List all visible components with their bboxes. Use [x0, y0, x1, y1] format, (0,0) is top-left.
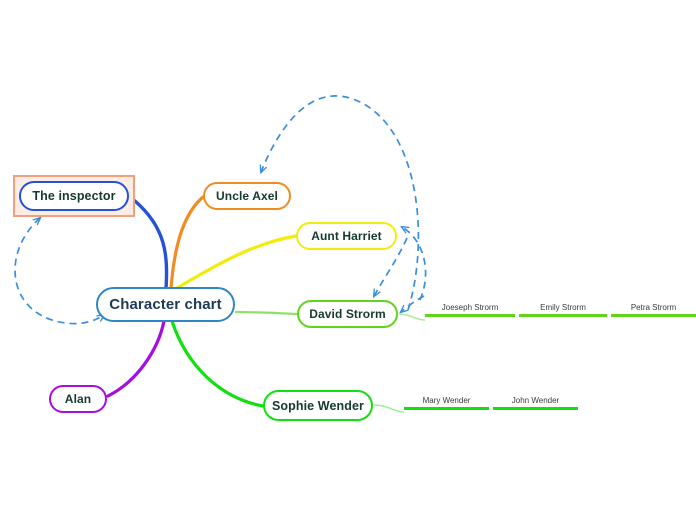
- leaf-emily-strorm[interactable]: Emily Strorm: [519, 303, 607, 317]
- leaf-underline: [404, 407, 489, 410]
- node-label: Uncle Axel: [216, 189, 278, 203]
- branch-curve-alan: [106, 319, 166, 398]
- node-label: Sophie Wender: [271, 398, 365, 413]
- leaf-underline: [611, 314, 696, 317]
- relationship-link-to-aunt-harriet: [402, 227, 427, 301]
- leaf-rail-sophie: [373, 404, 405, 413]
- leaf-petra-strorm[interactable]: Petra Strorm: [611, 303, 696, 317]
- leaf-underline: [519, 314, 607, 317]
- leaf-john-wender[interactable]: John Wender: [493, 396, 578, 410]
- leaf-label: Mary Wender: [422, 396, 471, 405]
- node-sophie-wender[interactable]: Sophie Wender: [263, 390, 373, 421]
- node-label: Aunt Harriet: [311, 229, 382, 243]
- leaf-mary-wender[interactable]: Mary Wender: [404, 396, 489, 410]
- node-label: Character chart: [109, 296, 222, 313]
- leaf-label: Joeseph Strorm: [441, 303, 499, 312]
- branch-curve-aunt-harriet: [175, 234, 298, 290]
- node-label: Alan: [64, 392, 92, 406]
- branch-curve-inspector: [133, 199, 169, 291]
- leaf-label: Petra Strorm: [630, 303, 677, 312]
- node-the-inspector[interactable]: The inspector: [19, 181, 129, 211]
- leaf-label: Emily Strorm: [540, 303, 586, 312]
- relationship-link-into-david: [401, 295, 425, 312]
- leaf-underline: [493, 407, 578, 410]
- node-aunt-harriet[interactable]: Aunt Harriet: [296, 222, 397, 250]
- node-character-chart[interactable]: Character chart: [96, 287, 235, 322]
- node-uncle-axel[interactable]: Uncle Axel: [203, 182, 291, 210]
- node-label: The inspector: [32, 189, 116, 203]
- node-david-strorm[interactable]: David Strorm: [297, 300, 398, 328]
- branch-curve-david-strorm: [234, 310, 299, 316]
- leaf-joeseph-strorm[interactable]: Joeseph Strorm: [425, 303, 515, 317]
- node-alan[interactable]: Alan: [49, 385, 107, 413]
- leaf-rail-david: [398, 313, 426, 321]
- branch-curve-uncle-axel: [169, 195, 205, 290]
- leaf-label: John Wender: [511, 396, 560, 405]
- leaf-underline: [425, 314, 515, 317]
- branch-curve-sophie-wender: [170, 319, 265, 408]
- relationship-link-inspector-root: [14, 218, 104, 325]
- node-label: David Strorm: [309, 307, 386, 321]
